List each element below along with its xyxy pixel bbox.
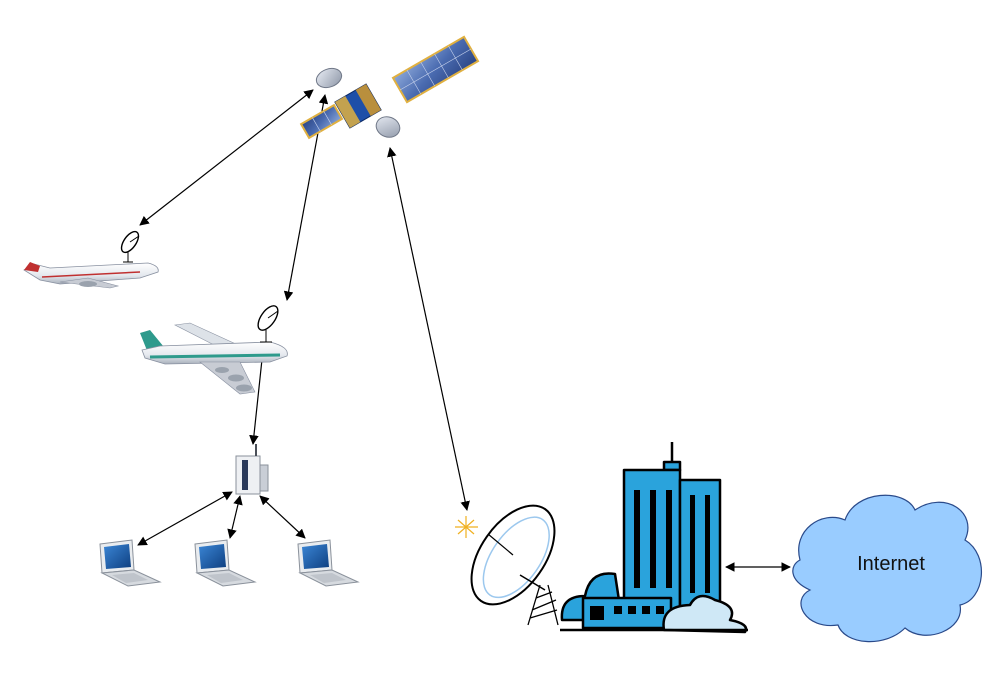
cloud-label: Internet [857,553,925,575]
laptop-icon [297,539,360,587]
laptop-icon [99,539,162,587]
signal-spark-icon [455,516,478,538]
airplane-2 [140,305,288,395]
satellite-icon [299,35,480,140]
link-satellite-airplane-1 [139,89,314,226]
building-icon [560,442,748,634]
satellite-dish-icon [120,230,140,263]
router-icon [235,444,269,495]
ground-station [455,504,559,626]
airplane-icon [140,322,288,395]
laptop-icon [194,539,257,587]
satellite-dish-icon [455,504,559,626]
wifi-router [235,444,269,495]
link-router-laptop-3 [259,495,306,539]
airplane-1 [23,230,159,289]
laptop-1 [99,539,162,587]
data-center [560,442,748,634]
internet: Internet [792,494,982,643]
link-satellite-ground-station [387,147,470,511]
airplane-icon [23,262,159,289]
link-airplane-2-router [249,349,267,445]
laptop-3 [297,539,360,587]
cloud-icon [792,494,982,643]
link-router-laptop-2 [227,495,243,539]
link-router-laptop-1 [137,491,233,546]
laptop-2 [194,539,257,587]
satellite-dish-icon [257,305,279,343]
